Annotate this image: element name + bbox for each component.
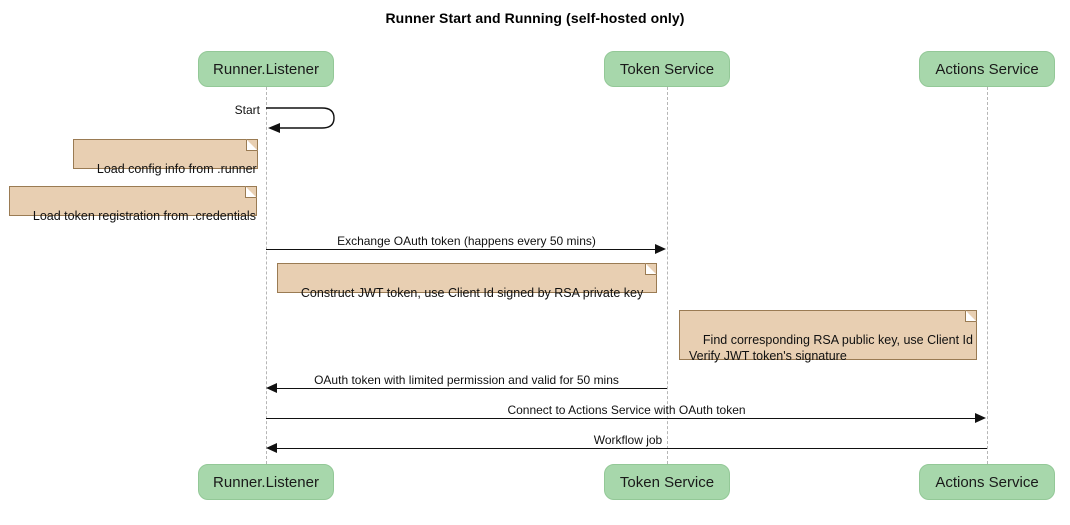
message-workflow-job-label: Workflow job <box>593 433 663 447</box>
lifeline-runner <box>266 87 267 464</box>
note-fold-corner <box>246 140 257 151</box>
participant-label: Runner.Listener <box>213 473 319 491</box>
message-connect-actions-label: Connect to Actions Service with OAuth to… <box>507 403 746 417</box>
lifeline-actions <box>987 87 988 464</box>
participant-label: Token Service <box>619 60 715 78</box>
note-text: Construct JWT token, use Client Id signe… <box>300 286 644 300</box>
message-exchange-oauth-arrowhead <box>655 244 666 254</box>
message-connect-actions-line <box>266 418 976 419</box>
participant-label: Token Service <box>619 473 715 491</box>
participant-label: Runner.Listener <box>213 60 319 78</box>
participant-label: Actions Service <box>935 60 1039 78</box>
note-text: Load token registration from .credential… <box>32 209 256 223</box>
participant-actions-service-bottom[interactable]: Actions Service <box>919 464 1055 500</box>
participant-runner-listener-bottom[interactable]: Runner.Listener <box>198 464 334 500</box>
message-exchange-oauth-line <box>266 249 656 250</box>
participant-label: Actions Service <box>935 473 1039 491</box>
participant-token-service-bottom[interactable]: Token Service <box>604 464 730 500</box>
message-workflow-job-line <box>277 448 987 449</box>
message-exchange-oauth-label: Exchange OAuth token (happens every 50 m… <box>337 234 596 248</box>
message-oauth-reply-line <box>277 388 667 389</box>
participant-actions-service-top[interactable]: Actions Service <box>919 51 1055 87</box>
note-verify-jwt: Find corresponding RSA public key, use C… <box>679 310 977 363</box>
note-text: Find corresponding RSA public key, use C… <box>689 333 973 363</box>
diagram-title: Runner Start and Running (self-hosted on… <box>385 10 685 26</box>
note-fold-corner <box>245 187 256 198</box>
note-text: Load config info from .runner <box>96 162 257 176</box>
lifeline-token <box>667 87 668 464</box>
note-fold-corner <box>965 311 976 322</box>
message-connect-actions-arrowhead <box>975 413 986 423</box>
message-oauth-reply-arrowhead <box>266 383 277 393</box>
note-construct-jwt: Construct JWT token, use Client Id signe… <box>277 263 657 300</box>
self-message-start <box>266 104 346 134</box>
note-fold-corner <box>645 264 656 275</box>
message-oauth-reply-label: OAuth token with limited permission and … <box>314 373 619 387</box>
participant-runner-listener-top[interactable]: Runner.Listener <box>198 51 334 87</box>
self-message-start-label: Start <box>234 103 260 117</box>
note-load-config: Load config info from .runner <box>73 139 258 176</box>
message-workflow-job-arrowhead <box>266 443 277 453</box>
participant-token-service-top[interactable]: Token Service <box>604 51 730 87</box>
note-load-token-registration: Load token registration from .credential… <box>9 186 257 223</box>
